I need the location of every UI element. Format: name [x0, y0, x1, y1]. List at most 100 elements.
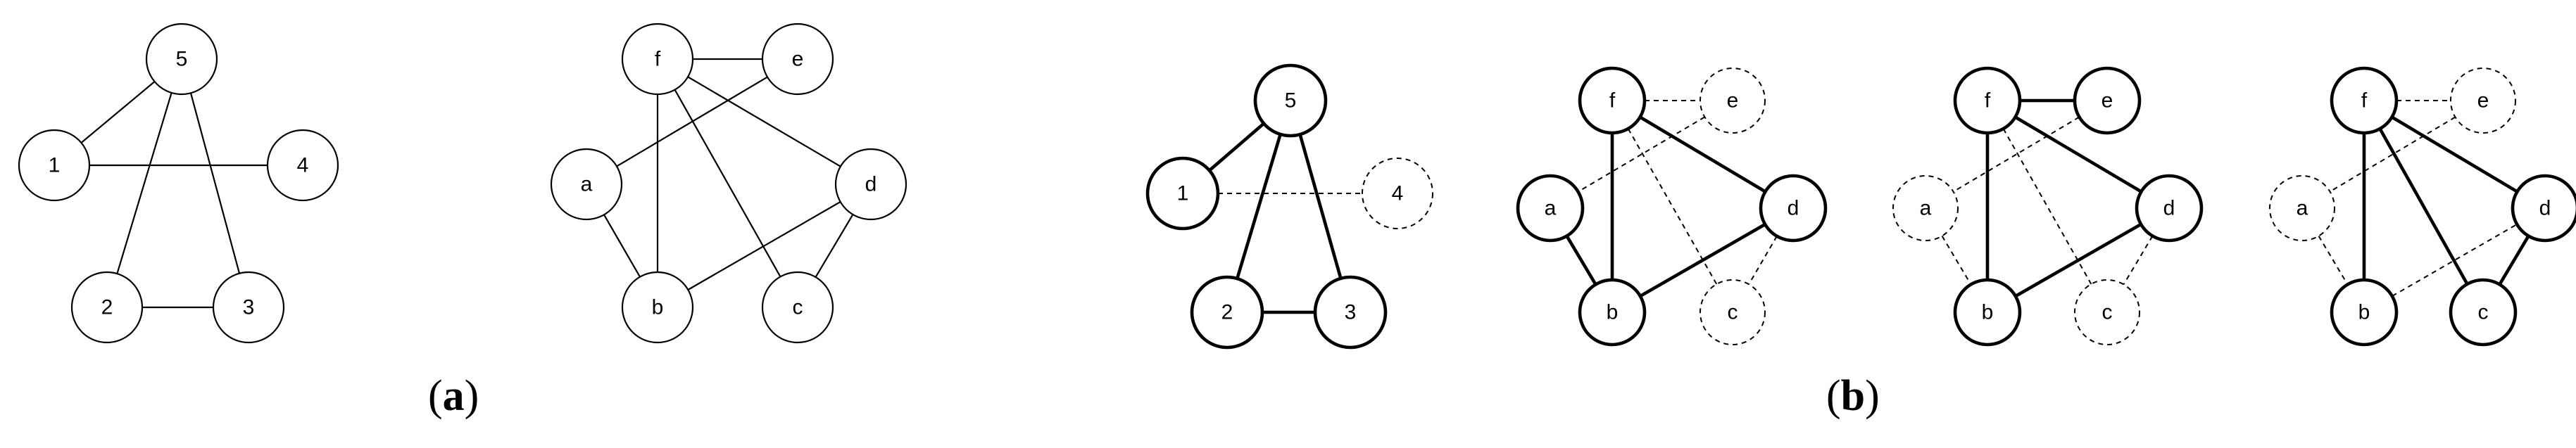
node-d: d [834, 148, 907, 221]
node-circle [2074, 279, 2140, 345]
node-label: d [865, 173, 877, 196]
edge-e-a [1578, 116, 1705, 193]
edges [1941, 98, 2154, 298]
edge-5-3 [189, 92, 241, 274]
edge-f-c [1627, 128, 1718, 285]
node-c: c [1699, 279, 1766, 345]
node-label: 4 [297, 154, 309, 177]
node-1: 1 [1145, 156, 1220, 231]
node-circle [1578, 66, 1647, 135]
node-circle [1190, 275, 1264, 350]
node-label: d [1788, 197, 1799, 220]
edge-5-1 [80, 81, 156, 143]
node-label: a [1920, 197, 1932, 220]
node-label: e [792, 48, 804, 71]
edge-e-a [616, 76, 768, 167]
node-circle [2330, 278, 2399, 347]
node-4: 4 [1362, 158, 1433, 229]
node-5: 5 [145, 23, 218, 96]
node-circle [266, 129, 339, 202]
node-circle [621, 23, 694, 96]
node-circle [2269, 175, 2335, 241]
node-3: 3 [1313, 275, 1388, 350]
edge-d-c [1748, 236, 1778, 285]
node-c: c [2449, 278, 2518, 347]
node-label: b [1607, 301, 1619, 324]
node-label: f [1985, 89, 1991, 113]
node-label: a [2297, 197, 2308, 220]
edge-f-c [674, 89, 781, 277]
node-label: e [1727, 89, 1739, 113]
node-label: a [581, 173, 593, 196]
node-label: 5 [176, 48, 188, 71]
nodes: f e a d b c [550, 23, 907, 344]
node-label: 1 [1177, 182, 1189, 205]
node-3: 3 [212, 271, 285, 344]
caption-b-close: ) [1865, 372, 1880, 420]
node-label: a [1545, 197, 1557, 220]
edges [2318, 100, 2530, 297]
node-a: a [550, 148, 623, 221]
node-label: c [793, 296, 803, 319]
node-circle [1313, 275, 1388, 350]
caption-a: (a) [428, 374, 479, 418]
edge-e-a [2330, 116, 2456, 193]
node-f: f [621, 23, 694, 96]
node-c: c [2074, 279, 2140, 345]
node-2: 2 [70, 271, 144, 344]
node-circle [2330, 66, 2399, 135]
node-label: b [1982, 301, 1994, 324]
edge-f-d [687, 76, 841, 167]
node-a: a [1516, 174, 1585, 243]
edge-d-c [815, 214, 854, 278]
node-circle [550, 148, 623, 221]
edge-5-1 [1208, 122, 1265, 172]
caption-b: (b) [1826, 374, 1880, 418]
edge-a-b [603, 214, 641, 278]
node-b: b [1953, 278, 2022, 347]
edge-5-2 [116, 92, 172, 274]
nodes: f e a d b c [1516, 66, 1828, 347]
caption-a-close: ) [464, 372, 479, 420]
node-circle [1759, 174, 1828, 243]
caption-b-letter: b [1840, 372, 1866, 420]
node-5: 5 [1253, 63, 1328, 138]
node-label: 5 [1285, 89, 1297, 113]
node-e: e [2073, 66, 2142, 135]
node-f: f [1953, 66, 2022, 135]
node-circle [212, 271, 285, 344]
node-circle [1578, 278, 1647, 347]
edge-5-3 [1298, 134, 1343, 279]
node-label: c [2478, 301, 2489, 324]
node-b: b [2330, 278, 2399, 347]
node-label: d [2163, 197, 2175, 220]
edge-b-d [687, 201, 841, 290]
caption-a-open: ( [428, 372, 443, 420]
node-d: d [1759, 174, 1828, 243]
node-circle [1253, 63, 1328, 138]
edge-b-d [2392, 224, 2518, 297]
node-circle [1953, 278, 2022, 347]
node-label: b [652, 296, 664, 319]
node-f: f [2330, 66, 2399, 135]
node-circle [834, 148, 907, 221]
node-f: f [1578, 66, 1647, 135]
node-4: 4 [266, 129, 339, 202]
edges [80, 81, 268, 309]
edge-e-a [1953, 116, 2080, 193]
nodes: f e a d b c [1892, 66, 2204, 347]
node-circle [145, 23, 218, 96]
node-circle [2135, 174, 2204, 243]
node-label: f [2361, 89, 2368, 113]
node-d: d [2135, 174, 2204, 243]
node-2: 2 [1190, 275, 1264, 350]
edge-b-d [2014, 222, 2142, 298]
node-circle [621, 271, 694, 344]
node-circle [761, 23, 834, 96]
node-circle [1699, 279, 1766, 345]
edge-a-b [1941, 236, 1972, 285]
